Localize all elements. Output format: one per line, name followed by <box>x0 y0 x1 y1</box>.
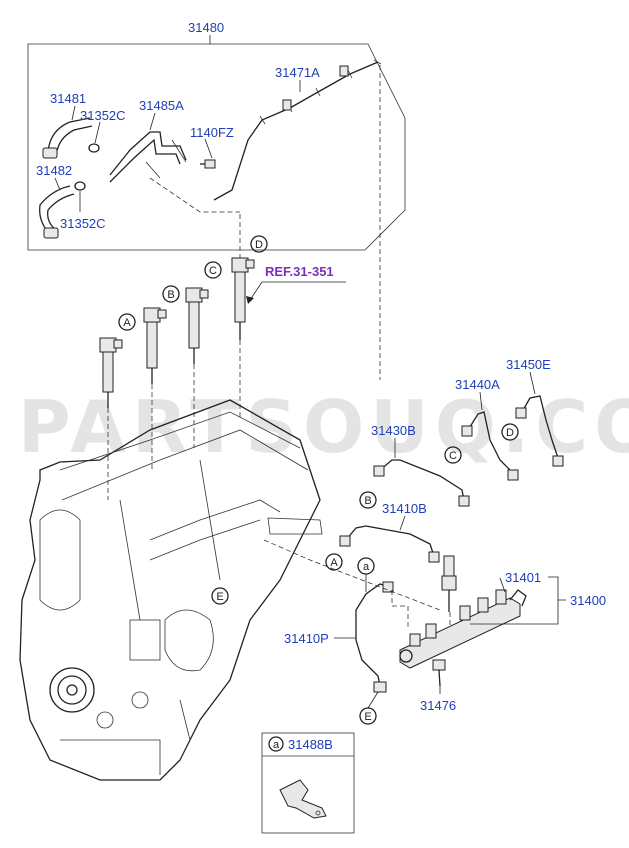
part-label-31430B[interactable]: 31430B <box>371 423 416 438</box>
bracket-31485A <box>109 131 187 183</box>
part-label-31450E[interactable]: 31450E <box>506 357 551 372</box>
part-label-31480[interactable]: 31480 <box>188 20 224 35</box>
part-label-31488B[interactable]: 31488B <box>288 737 333 752</box>
marker-C-pipe: C <box>444 446 462 464</box>
svg-text:A: A <box>330 557 338 569</box>
clip-31488B <box>279 779 327 819</box>
part-label-31476[interactable]: 31476 <box>420 698 456 713</box>
ref-label-31-351[interactable]: REF.31-351 <box>265 264 334 279</box>
watermark: PARTSOUQ.COM <box>18 385 629 469</box>
part-label-31440A[interactable]: 31440A <box>455 377 500 392</box>
svg-text:D: D <box>255 239 263 251</box>
pipe-31440A <box>461 411 519 481</box>
part-label-31401[interactable]: 31401 <box>505 570 541 585</box>
marker-A-pipe: A <box>325 553 343 571</box>
part-label-31352C-bottom[interactable]: 31352C <box>60 216 106 231</box>
marker-A-injector: A <box>118 313 136 331</box>
svg-text:A: A <box>123 317 131 329</box>
engine-block <box>19 399 323 781</box>
svg-text:a: a <box>363 561 370 573</box>
return-hose-31471A <box>213 59 382 201</box>
pipe-31410B <box>339 525 440 563</box>
svg-text:a: a <box>273 739 280 751</box>
pressure-sensor <box>441 555 457 612</box>
svg-text:C: C <box>209 265 217 277</box>
part-label-31485A[interactable]: 31485A <box>139 98 184 113</box>
part-label-31400[interactable]: 31400 <box>570 593 606 608</box>
marker-a-pipe: a <box>357 557 375 575</box>
injector-B <box>143 307 167 384</box>
svg-text:B: B <box>167 289 174 301</box>
hose-31481 <box>42 117 93 159</box>
marker-D-pipe: D <box>501 423 519 441</box>
kit-box-31480 <box>27 35 406 251</box>
pipe-31410P <box>355 581 409 693</box>
part-label-31352C-top[interactable]: 31352C <box>80 108 126 123</box>
svg-text:E: E <box>216 591 223 603</box>
pipe-31430B <box>373 459 470 507</box>
part-label-1140FZ[interactable]: 1140FZ <box>190 125 234 140</box>
injector-A <box>99 337 123 408</box>
marker-C-injector: C <box>204 261 222 279</box>
part-label-31481[interactable]: 31481 <box>50 91 86 106</box>
svg-text:D: D <box>506 427 514 439</box>
fuel-rail-31401 <box>399 589 527 669</box>
injector-D <box>231 257 255 340</box>
marker-D-injector: D <box>250 235 268 253</box>
clamp-31352C-top <box>88 143 100 153</box>
marker-E-engine: E <box>211 587 229 605</box>
part-label-31482[interactable]: 31482 <box>36 163 72 178</box>
part-label-31410B[interactable]: 31410B <box>382 501 427 516</box>
bolt-1140FZ <box>200 159 216 169</box>
part-label-31410P[interactable]: 31410P <box>284 631 329 646</box>
pipe-31450E <box>515 395 564 467</box>
marker-B-injector: B <box>162 285 180 303</box>
marker-B-pipe: B <box>359 491 377 509</box>
bolt-31476 <box>432 659 446 687</box>
marker-E-pipe: E <box>359 707 377 725</box>
svg-text:E: E <box>364 711 371 723</box>
inset-box-31488B: a <box>261 732 355 834</box>
injector-C <box>185 287 209 364</box>
clamp-31352C-bottom <box>74 181 86 191</box>
part-label-31471A[interactable]: 31471A <box>275 65 320 80</box>
svg-text:C: C <box>449 450 457 462</box>
svg-text:B: B <box>364 495 371 507</box>
